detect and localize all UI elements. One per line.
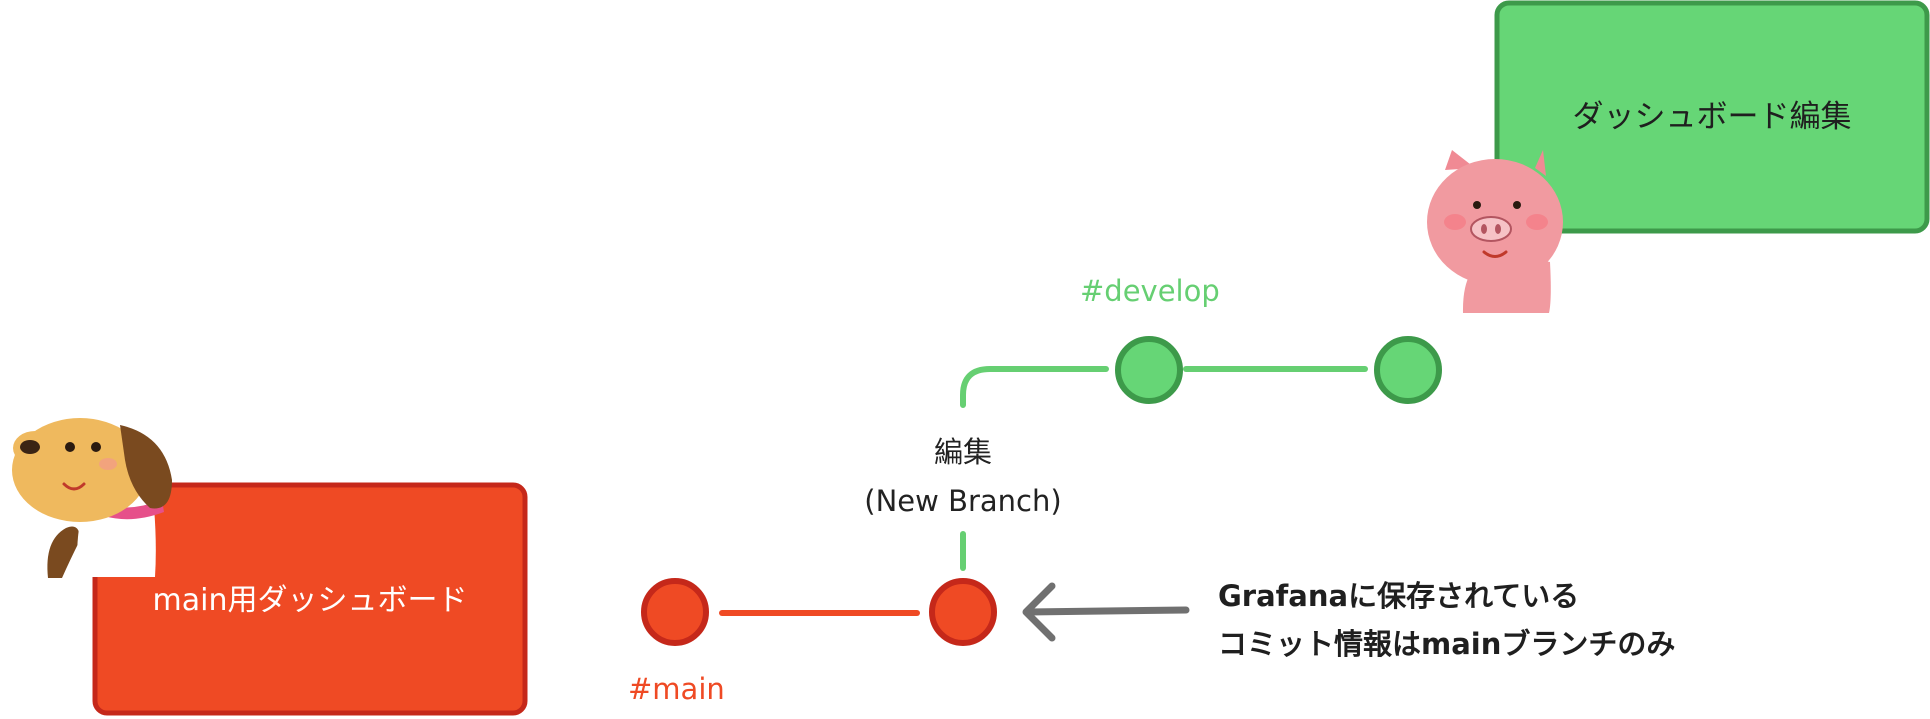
- main-branch-tag: #main: [628, 672, 725, 706]
- develop-dashboard-box: [1494, 0, 1930, 234]
- main-commit-2: [929, 578, 997, 646]
- new-branch-note: 編集 (New Branch): [863, 428, 1063, 526]
- pig-illustration: [1427, 150, 1563, 313]
- commit-info-note-line-2: コミット情報はmainブランチのみ: [1218, 627, 1676, 661]
- commit-info-note: Grafanaに保存されている コミット情報はmainブランチのみ: [1218, 572, 1675, 668]
- dog-illustration: [12, 418, 172, 578]
- develop-branch-tag: #develop: [1080, 274, 1220, 308]
- develop-branch-curve: [960, 366, 1109, 408]
- new-branch-note-line-2: (New Branch): [864, 484, 1062, 518]
- commit-info-note-line-1: Grafanaに保存されている: [1218, 579, 1580, 613]
- develop-commit-1: [1115, 336, 1183, 404]
- arrow-icon: [1022, 582, 1190, 642]
- main-commit-1: [641, 578, 709, 646]
- develop-dashboard-label: ダッシュボード編集: [1572, 99, 1852, 135]
- main-dashboard-box: [92, 482, 528, 716]
- new-branch-note-line-1: 編集: [933, 435, 992, 469]
- main-dashboard-label: main用ダッシュボード: [152, 583, 468, 618]
- develop-commit-2: [1374, 336, 1442, 404]
